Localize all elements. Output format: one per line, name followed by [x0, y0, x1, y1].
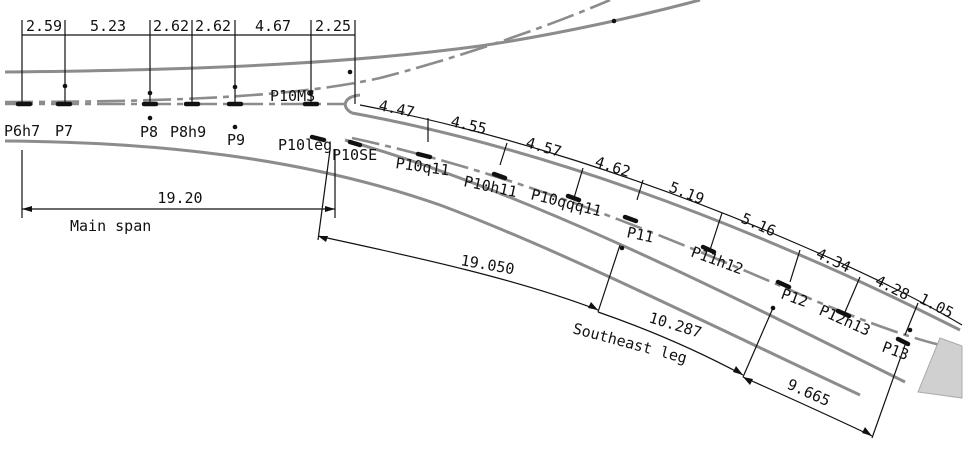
arrowhead — [733, 366, 743, 375]
southeast-leg-total-line — [317, 235, 599, 311]
ext-line — [597, 244, 621, 313]
ext-line — [742, 307, 774, 378]
pier-p12h13 — [835, 308, 852, 319]
pier-label: P10leg — [278, 136, 332, 154]
pier-p10leg — [309, 134, 327, 143]
alignment-lines — [4, 0, 963, 399]
leg-dimension-line — [359, 104, 963, 326]
leg-north-edge — [351, 111, 961, 332]
pier-label: P10qqq11 — [529, 185, 603, 220]
pier-label: P9 — [227, 131, 245, 149]
survey-point — [347, 69, 353, 75]
dim-label: 2.25 — [315, 17, 351, 35]
pier-label: P10q11 — [394, 154, 450, 179]
dim-label: 2.62 — [153, 17, 189, 35]
southeast-leg-segment1: 10.287 — [647, 309, 704, 342]
pier-p10q11 — [415, 151, 433, 160]
main-south-edge — [4, 139, 861, 397]
main-span-length: 19.20 — [157, 189, 202, 207]
southeast-leg-segment2-line — [742, 376, 873, 437]
survey-point — [147, 90, 153, 96]
pier-label: P11h12 — [689, 243, 746, 278]
pier-label: P8 — [140, 123, 158, 141]
north-road-centerline — [4, 0, 611, 104]
pier-label: P11 — [625, 223, 655, 246]
dim-label: 5.23 — [90, 17, 126, 35]
tick — [636, 179, 644, 201]
southeast-leg-segment1-line — [597, 311, 744, 376]
tick — [709, 212, 723, 251]
pier-label: P7 — [55, 122, 73, 140]
pier-label: P10h11 — [462, 172, 519, 201]
leg-dimension-chain: 4.47 4.55 4.57 4.62 5.19 5.16 4.34 4.28 … — [359, 96, 963, 336]
pier-label: P8h9 — [170, 123, 206, 141]
pier-p11 — [622, 214, 639, 224]
pier-label: P12h13 — [816, 301, 873, 339]
north-road-edge — [4, 0, 701, 74]
pier-p10se — [347, 139, 363, 148]
tick — [904, 302, 919, 336]
dim-label: 4.34 — [813, 244, 853, 276]
dim-label: 2.59 — [26, 17, 62, 35]
tick — [789, 249, 801, 283]
top-dimension-chain: 2.59 5.23 2.62 2.62 4.67 2.25 — [21, 17, 356, 104]
pier-label: P12 — [779, 285, 811, 311]
pier-p10qqq11 — [565, 193, 582, 203]
gore-nose — [343, 93, 361, 115]
pier-label: P6h7 — [4, 122, 40, 140]
ext-line — [317, 149, 331, 241]
survey-point — [611, 18, 617, 24]
survey-point — [232, 84, 238, 90]
dim-label: 4.67 — [255, 17, 291, 35]
southeast-leg-total: 19.050 — [459, 251, 515, 278]
main-span-label: Main span — [70, 217, 151, 235]
dim-label: 2.62 — [195, 17, 231, 35]
tick — [844, 276, 861, 313]
tick — [499, 142, 508, 166]
survey-point — [619, 245, 625, 251]
tick — [573, 167, 584, 199]
survey-point — [147, 115, 153, 121]
dim-label: 5.16 — [738, 209, 778, 240]
survey-point — [62, 83, 68, 89]
ext-line — [871, 344, 906, 439]
pier-p10h11 — [491, 171, 508, 181]
pier-p12 — [775, 279, 792, 290]
arrowheads — [318, 236, 598, 310]
survey-point — [308, 90, 314, 96]
leg-south-edge — [344, 138, 906, 384]
pier-label: P10MS — [270, 87, 315, 105]
pier-p11h12 — [700, 244, 717, 255]
survey-point — [907, 327, 913, 333]
abutment — [917, 337, 963, 399]
leg-centerline — [351, 136, 941, 347]
dim-label: 4.28 — [872, 272, 912, 304]
pier-label: P10SE — [332, 146, 377, 164]
pier-p13 — [895, 336, 911, 347]
main-span-dimension: 19.20 Main span — [21, 150, 336, 235]
main-piers: P6h7 P7 P8 P8h9 P9 P10MS P10leg P10SE — [4, 18, 617, 164]
survey-point — [232, 124, 238, 130]
